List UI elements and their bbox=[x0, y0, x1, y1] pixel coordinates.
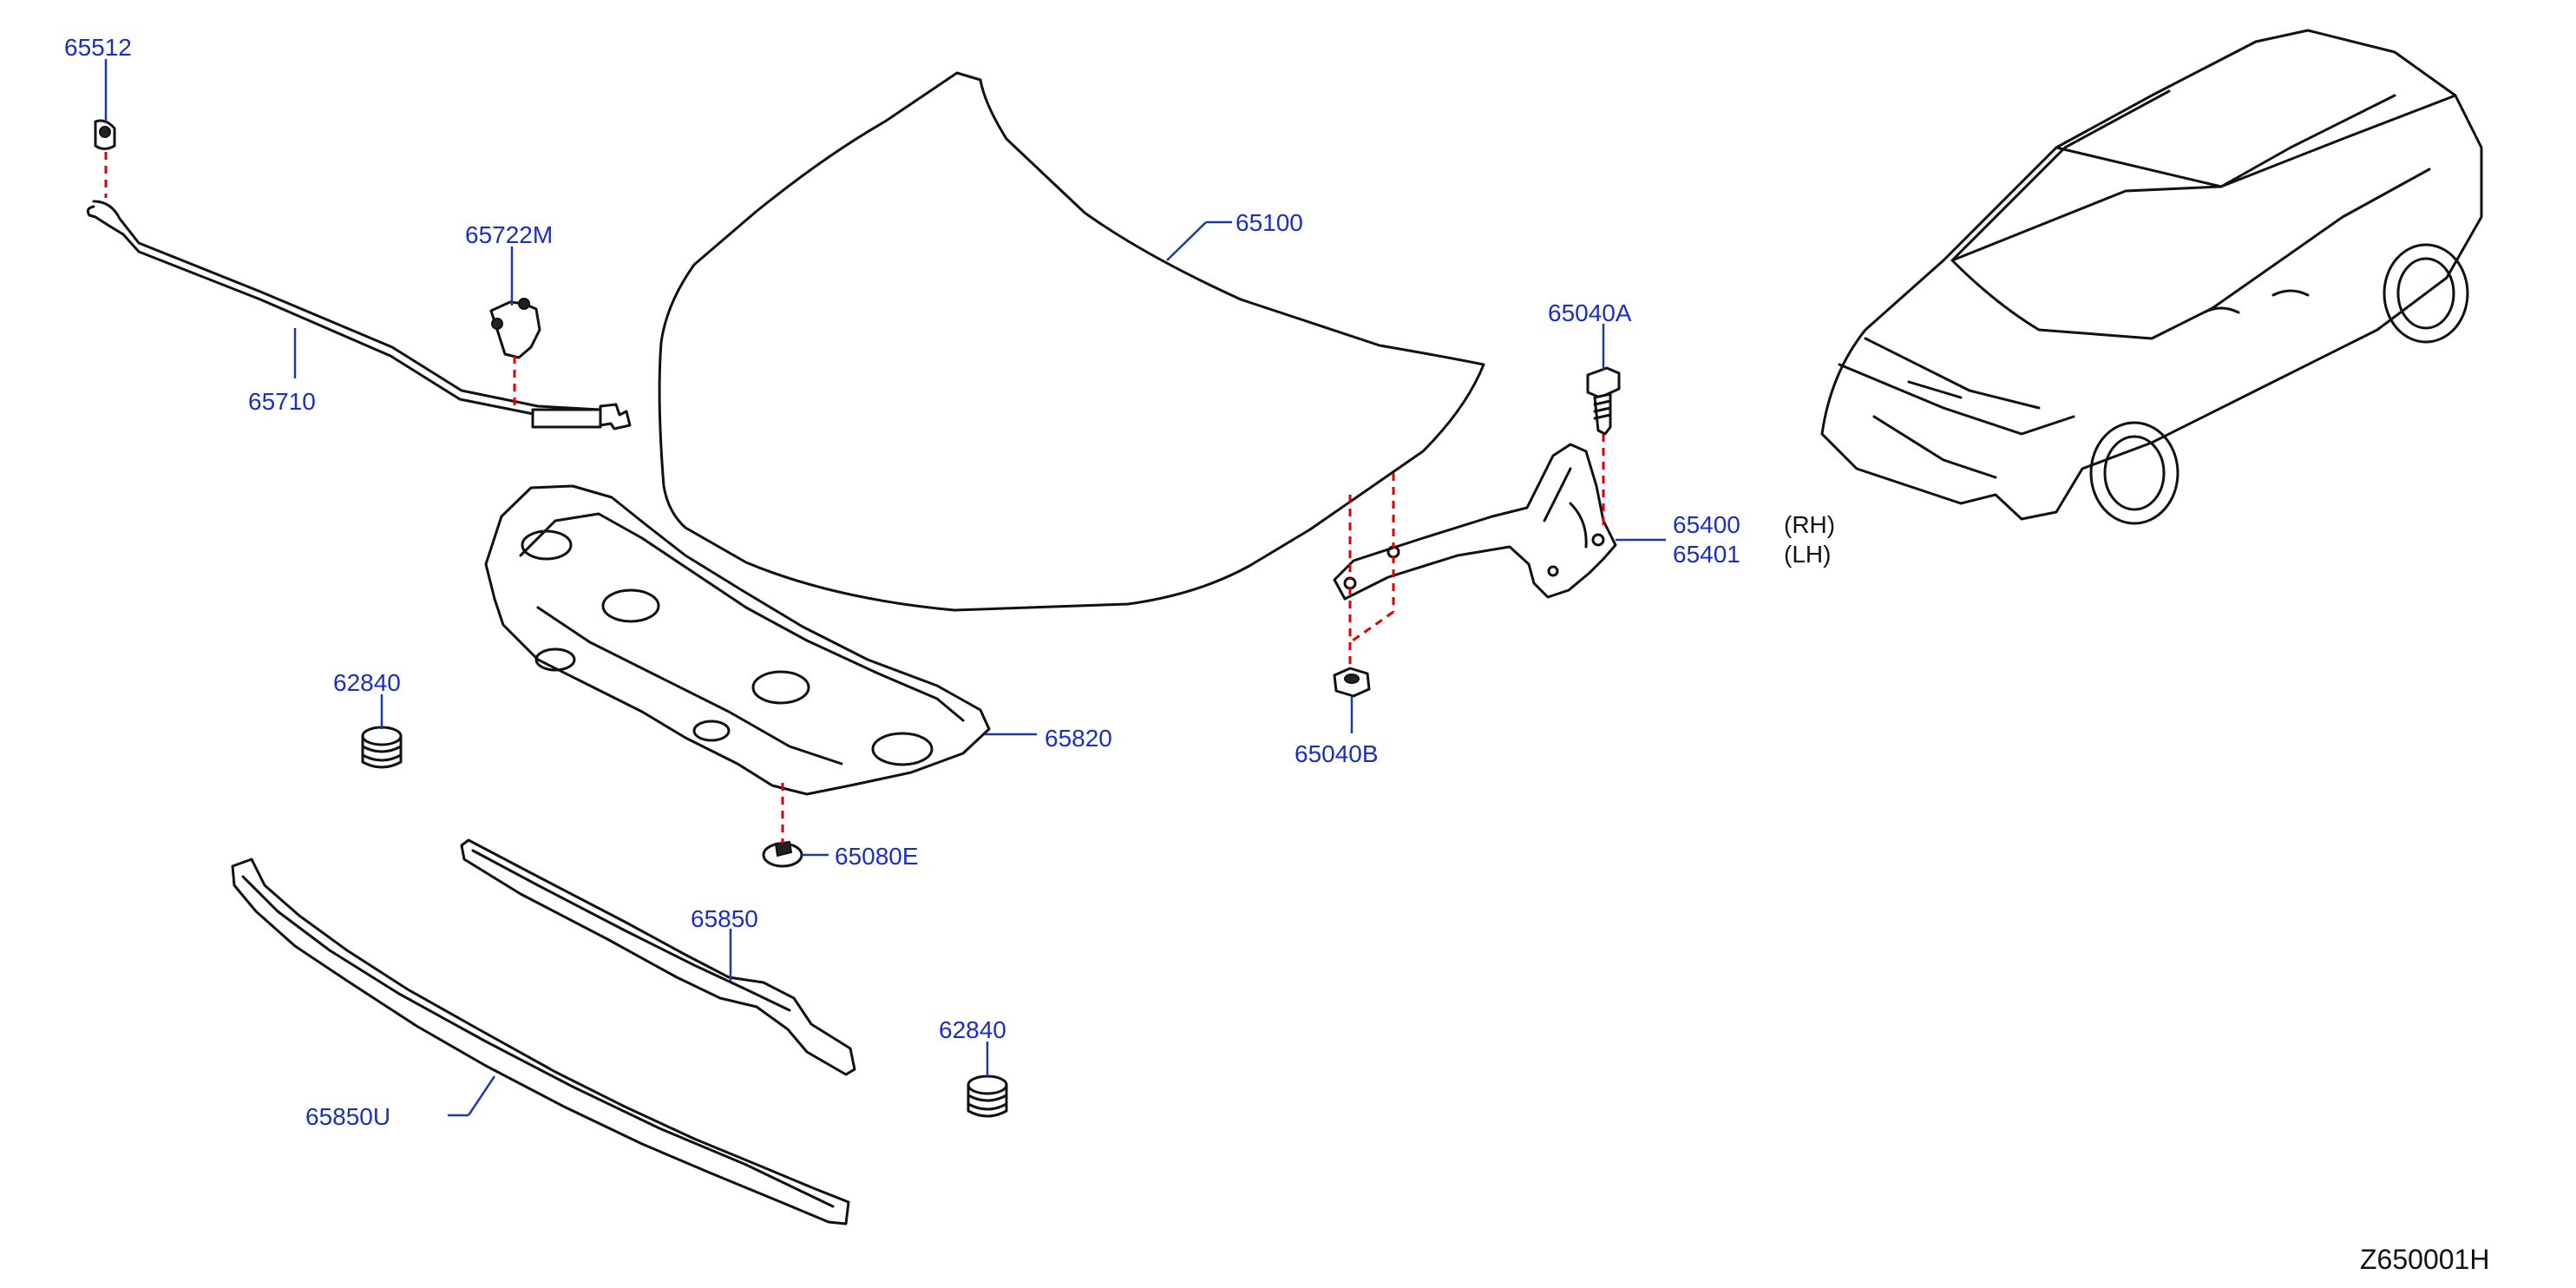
bumper-62840-bottom-part[interactable] bbox=[967, 1074, 1008, 1118]
callout-65512: 65512 bbox=[64, 34, 132, 61]
front-seal-65850u-part[interactable] bbox=[231, 858, 850, 1226]
callout-65710: 65710 bbox=[248, 388, 316, 415]
callout-65722m: 65722M bbox=[465, 221, 553, 248]
nut-65040b-part[interactable] bbox=[1333, 667, 1371, 698]
leader-lines bbox=[104, 59, 1666, 1117]
callout-62840-top: 62840 bbox=[333, 669, 401, 696]
callout-65400: 65400 bbox=[1673, 511, 1740, 538]
hood-support-rod-part[interactable] bbox=[86, 200, 632, 430]
callout-labels: 65512 65722M 65710 65100 65040A 65400 65… bbox=[64, 34, 1835, 1130]
callout-65040a: 65040A bbox=[1548, 299, 1632, 326]
callout-65401: 65401 bbox=[1673, 541, 1740, 568]
clip-65080e-part[interactable] bbox=[762, 840, 803, 868]
mount-lines bbox=[104, 152, 1605, 844]
callout-62840-bottom: 62840 bbox=[939, 1016, 1006, 1043]
callout-65100: 65100 bbox=[1236, 209, 1303, 236]
callout-65850: 65850 bbox=[691, 905, 758, 932]
hood-hinge-part[interactable] bbox=[1333, 443, 1617, 601]
callout-65040b: 65040B bbox=[1295, 740, 1379, 767]
grommet-65512-part[interactable] bbox=[94, 119, 116, 150]
callout-65080e: 65080E bbox=[835, 843, 919, 870]
bolt-65040a-part[interactable] bbox=[1586, 366, 1621, 436]
note-lh: (LH) bbox=[1784, 541, 1831, 568]
bumper-62840-top-part[interactable] bbox=[361, 726, 403, 769]
callout-65820: 65820 bbox=[1045, 725, 1112, 752]
hood-inner-cover-part[interactable] bbox=[484, 484, 991, 796]
hood-seal-part[interactable] bbox=[460, 838, 856, 1076]
clip-65722m-part[interactable] bbox=[489, 298, 541, 359]
diagram-reference-code: Z650001H bbox=[2360, 1244, 2489, 1275]
hood-part[interactable] bbox=[658, 71, 1485, 612]
callout-65850u: 65850U bbox=[305, 1103, 390, 1130]
note-rh: (RH) bbox=[1784, 511, 1835, 538]
vehicle-overview-illustration bbox=[1820, 29, 2483, 525]
